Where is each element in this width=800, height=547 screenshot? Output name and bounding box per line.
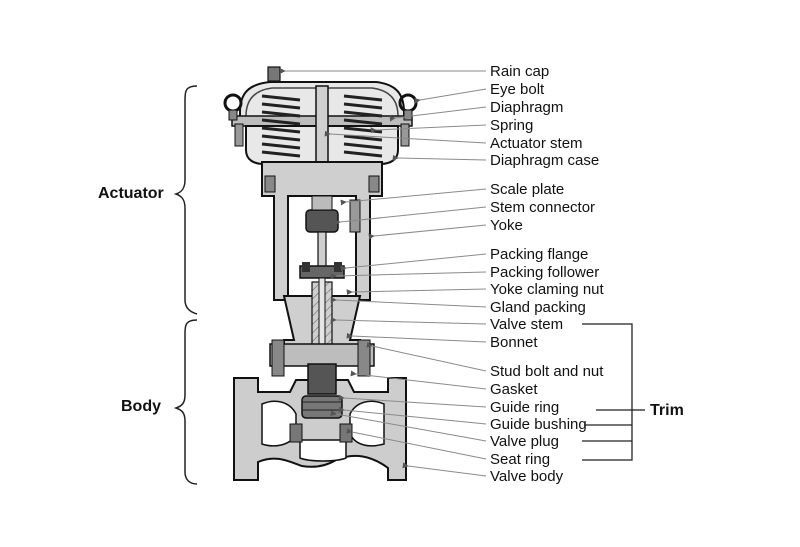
label-gasket: Gasket	[490, 381, 538, 398]
guide-ring	[301, 395, 343, 419]
actuator-brace	[173, 85, 198, 315]
label-guide-bushing: Guide bushing	[490, 416, 587, 433]
label-packing-follower: Packing follower	[490, 264, 600, 281]
label-actuator-stem: Actuator stem	[490, 135, 583, 152]
label-valve-stem: Valve stem	[490, 316, 564, 333]
label-seat-ring: Seat ring	[490, 451, 551, 468]
seat-ring-left	[289, 423, 303, 443]
trim-bracket	[582, 323, 633, 461]
valve-plug	[307, 363, 337, 395]
spring-left	[261, 94, 301, 158]
label-valve-plug: Valve plug	[490, 433, 559, 450]
label-diaphragm-case: Diaphragm case	[490, 152, 600, 169]
label-valve-body: Valve body	[490, 468, 564, 485]
label-yoke: Yoke	[490, 217, 523, 234]
spring-right	[343, 94, 383, 158]
label-yoke-claming-nut: Yoke claming nut	[490, 281, 604, 298]
group-body: Body	[121, 398, 161, 415]
group-actuator: Actuator	[98, 185, 164, 202]
leader-lines	[279, 68, 487, 477]
label-guide-ring: Guide ring	[490, 399, 560, 416]
rain-cap	[267, 66, 281, 82]
label-scale-plate: Scale plate	[490, 181, 565, 198]
label-bonnet: Bonnet	[490, 334, 538, 351]
label-diaphragm: Diaphragm	[490, 99, 564, 116]
label-stud-bolt-and-nut: Stud bolt and nut	[490, 363, 604, 380]
scale-plate	[349, 199, 361, 233]
eye-bolt-left	[223, 93, 243, 113]
label-gland-packing: Gland packing	[490, 299, 586, 316]
stem-connector	[305, 209, 339, 233]
label-packing-flange: Packing flange	[490, 246, 589, 263]
label-spring: Spring	[490, 117, 534, 134]
label-rain-cap: Rain cap	[490, 63, 550, 80]
seat-ring-right	[339, 423, 353, 443]
stud-bolt-left	[271, 339, 285, 377]
group-trim: Trim	[650, 402, 684, 419]
stud-bolt-right	[357, 339, 371, 377]
label-eye-bolt: Eye bolt	[490, 81, 545, 98]
label-stem-connector: Stem connector	[490, 199, 596, 216]
body-brace	[173, 319, 198, 485]
